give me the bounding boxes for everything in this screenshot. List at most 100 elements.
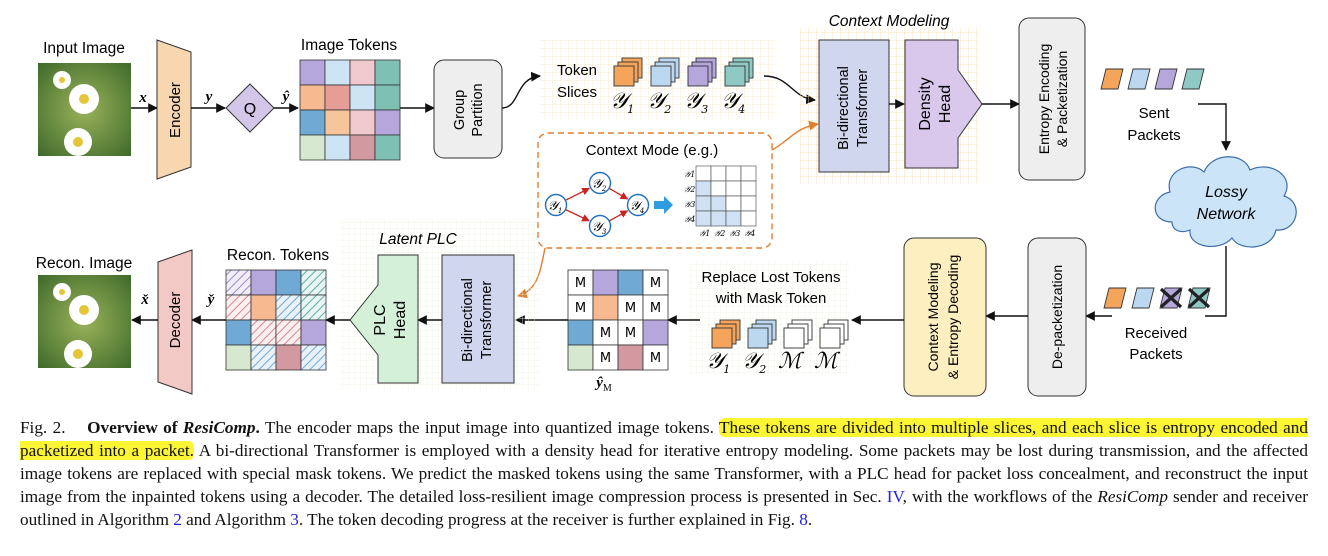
recon-token-cell [225,344,252,371]
context-matrix-cell [725,210,742,227]
token-slice-square [687,65,709,87]
mask-token-text: M [650,276,661,291]
mask-cell [567,294,594,321]
context-node [588,214,612,238]
token-cell [324,134,351,161]
token-cell [349,134,376,161]
token-cell [374,59,401,86]
context-matrix-row-label: 𝒴1 [684,170,695,179]
token-cell [374,84,401,111]
caption-sentence-3: A bi-directional Transformer is employed… [20,441,1308,506]
token-cell [374,109,401,136]
context-node [544,193,568,217]
context-matrix-cell [695,165,712,182]
token-cell [349,59,376,86]
caption-end: . [807,510,813,529]
token-cell [617,269,644,296]
overview-figure: Input Image x Encoder y Q ŷ Image Tokens… [36,13,1297,397]
transformer-label-top-2: Transformer [855,69,871,148]
context-matrix-cell [695,195,712,212]
context-matrix-cell [740,210,757,227]
recon-token-cell [250,269,277,296]
context-matrix-row-label: 𝒴2 [684,185,695,194]
mask-token-text: M [625,326,636,341]
caption-fig-link[interactable]: 8 [799,510,808,529]
quantizer [225,83,275,133]
caption-title-name: ResiComp [182,418,256,437]
density-head-label-1: Density [917,77,934,130]
recon-token-cell [275,319,302,346]
token-slice-square [747,327,769,349]
depacketization-label: De-packetization [1049,265,1065,369]
context-arrow [654,196,673,214]
encoder-block [156,39,192,180]
recon-token-cell [250,294,277,321]
caption-and: and [186,510,211,529]
context-edge [565,209,590,222]
var-y: y [204,89,213,105]
recon-tokens-grid [225,269,327,371]
token-cell [324,109,351,136]
mask-cell [642,344,669,371]
sent-packets [1100,68,1205,90]
decoder-block [157,249,193,395]
caption-algorithm-link-1[interactable]: 2 [173,510,182,529]
density-head-label-2: Head [937,85,954,123]
received-packets-label-2: Packets [1129,346,1182,363]
mask-token-text: M [575,301,586,316]
lossy-network-label-2: Network [1197,206,1257,223]
lost-mark [1187,287,1211,309]
var-ym: ŷM [594,375,612,394]
replace-lost-label-2: with Mask Token [715,290,827,307]
context-decoding-label-2: & Entropy Decoding [945,255,961,380]
context-matrix-cell [710,165,727,182]
context-matrix-cell [710,180,727,197]
token-cell [299,109,326,136]
var-yhat: ŷ [281,89,290,105]
mask-token-text: M [625,301,636,316]
token-cell [324,59,351,86]
caption-algorithm-link-2[interactable]: 3 [290,510,299,529]
mask-token-text: M [600,326,611,341]
replace-lost-background [690,262,850,374]
caption-sec-link[interactable]: IV [886,487,903,506]
var-xcheck: x̌ [140,292,149,308]
context-matrix-col-label: 𝒴3 [729,229,740,238]
encoder-label: Encoder [167,82,184,138]
caption-sentence-5: . The token decoding progress at the rec… [298,510,795,529]
context-edge [565,187,590,201]
context-matrix-cell [695,210,712,227]
context-node [588,171,612,195]
replace-lost-label-1: Replace Lost Tokens [702,269,841,286]
token-slice-square [819,327,841,349]
recon-token-cell [275,269,302,296]
token-slice-square [650,65,672,87]
context-matrix-col-label: 𝒴2 [714,229,725,238]
caption-title-prefix: Overview of [87,418,178,437]
token-cell [349,109,376,136]
context-matrix-cell [710,210,727,227]
context-matrix-row-label: 𝒴3 [684,200,695,209]
recon-token-cell [300,319,327,346]
context-modeling-label: Context Modeling [829,13,950,30]
caption-sentence-4a: , with the workflows of the [902,487,1093,506]
packet [1127,68,1151,90]
sent-packets-label-2: Packets [1127,127,1180,144]
caption-name-italic: ResiComp [1097,487,1168,506]
token-slices-label-1: Token [557,62,597,79]
recon-token-cell [275,294,302,321]
recon-token-cell [300,269,327,296]
image-tokens-grid [299,59,401,161]
mask-cell [642,294,669,321]
lost-mark [1159,287,1183,309]
transformer-block-top [818,39,890,173]
depacketization-block [1027,237,1087,397]
mask-cell [617,319,644,346]
caption-algorithm-word: Algorithm [214,510,286,529]
recon-token-cell [275,344,302,371]
context-matrix-col-label: 𝒴1 [699,229,710,238]
image-tokens-label: Image Tokens [301,37,397,54]
token-cell [642,319,669,346]
context-matrix-cell [740,165,757,182]
